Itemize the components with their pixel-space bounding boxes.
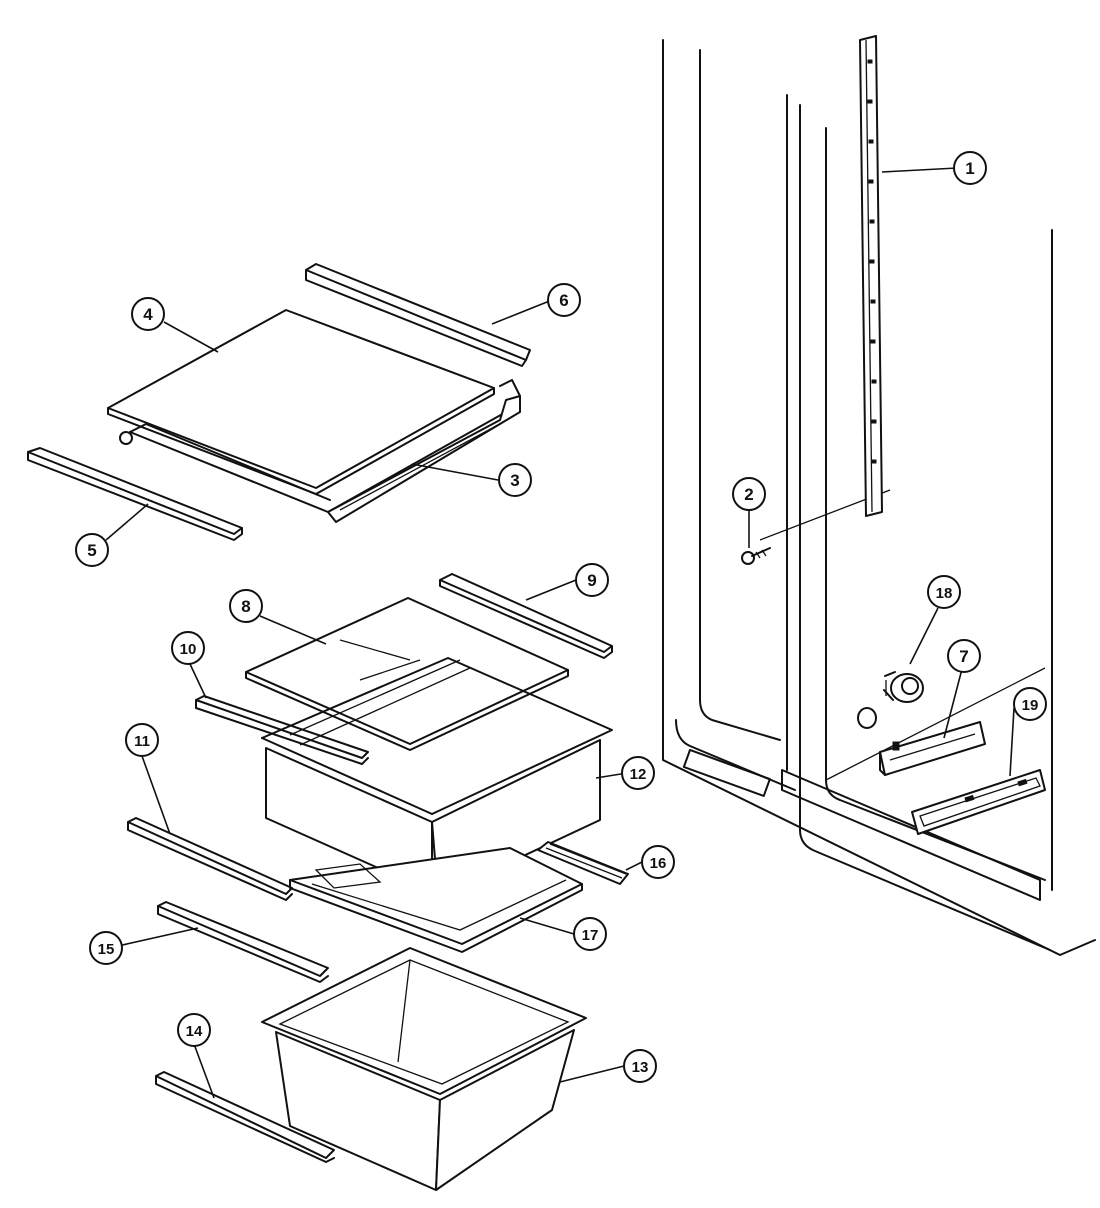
svg-text:1: 1 [965,159,974,178]
part-9-cover-trim [439,573,613,659]
callout-10: 10 [171,631,205,665]
part-16-slide-rail [537,841,629,885]
svg-text:2: 2 [744,485,753,504]
part-5-front-trim [27,447,243,541]
callout-3: 3 [498,463,532,497]
part-14-pan-trim [155,1071,335,1163]
svg-text:4: 4 [143,305,153,324]
callout-16: 16 [641,845,675,879]
svg-text:6: 6 [559,291,568,310]
svg-text:16: 16 [650,855,667,872]
part-15-drawer-trim [157,901,329,983]
svg-text:15: 15 [98,941,115,958]
callout-14: 14 [177,1013,211,1047]
leader-lines [105,167,1015,1099]
part-7-bracket [879,721,986,776]
refrigerator-cabinet-liner [662,39,1096,956]
part-4-glass-shelf [107,309,495,495]
callout-13: 13 [623,1049,657,1083]
svg-text:11: 11 [134,733,150,750]
svg-text:5: 5 [87,541,96,560]
callout-5: 5 [75,533,109,567]
callout-4: 4 [131,297,165,331]
svg-text:17: 17 [582,927,599,944]
svg-text:10: 10 [180,641,197,658]
part-6-rear-trim [305,263,531,367]
svg-text:12: 12 [630,766,647,783]
svg-text:9: 9 [587,571,596,590]
svg-text:19: 19 [1022,697,1039,714]
part-10-cover-trim [195,695,369,765]
callout-18: 18 [927,575,961,609]
callout-2: 2 [732,477,766,511]
svg-text:13: 13 [632,1059,649,1076]
callout-11: 11 [125,723,159,757]
svg-text:18: 18 [936,585,953,602]
part-17-drawer-support [289,847,583,953]
callout-9: 9 [575,563,609,597]
svg-text:8: 8 [241,597,250,616]
callout-17: 17 [573,917,607,951]
callout-12: 12 [621,756,655,790]
part-11-drawer-trim [127,817,293,901]
part-18-light-socket [857,671,924,729]
callout-15: 15 [89,931,123,965]
svg-text:14: 14 [186,1023,203,1040]
part-1-shelf-rail [859,35,883,517]
part-19-slide-guide [911,769,1046,835]
callout-8: 8 [229,589,263,623]
callout-7: 7 [947,639,981,673]
callout-1: 1 [953,151,987,185]
part-13-crisper-pan [261,947,587,1191]
part-3-shelf-frame [119,379,521,523]
part-2-screw [741,547,771,565]
svg-text:3: 3 [510,471,519,490]
callout-19: 19 [1013,687,1047,721]
svg-text:7: 7 [959,647,968,666]
callout-6: 6 [547,283,581,317]
